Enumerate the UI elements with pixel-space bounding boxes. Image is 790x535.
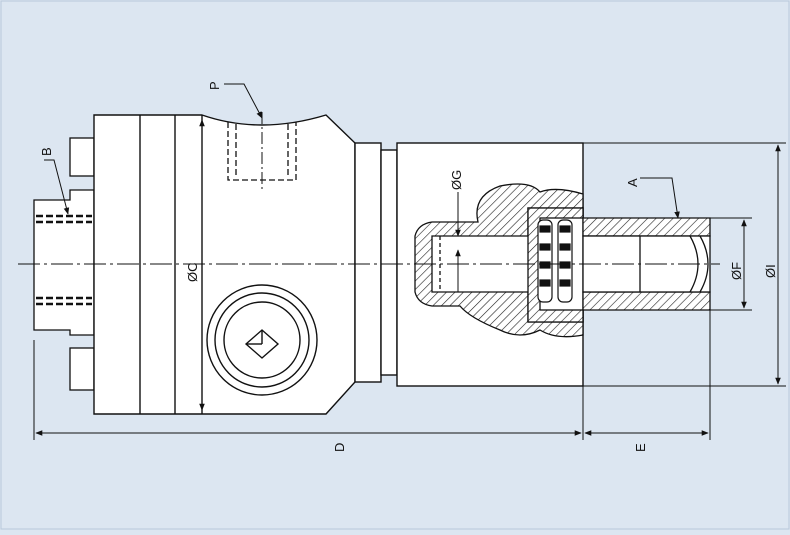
key-dashed-lines — [36, 214, 92, 306]
label-f: ØF — [729, 262, 744, 280]
label-a: A — [625, 178, 640, 187]
o-rings — [537, 219, 573, 303]
label-e: E — [633, 443, 648, 452]
label-c: ØC — [185, 263, 200, 283]
label-b: B — [39, 147, 54, 156]
dimension-lines — [33, 83, 786, 440]
label-i: ØI — [763, 264, 778, 278]
label-d: D — [332, 443, 347, 452]
label-g: ØG — [449, 170, 464, 190]
adjusting-screw — [206, 284, 318, 396]
neck-rings — [354, 142, 398, 383]
shank-stub — [33, 189, 95, 336]
label-p: P — [207, 81, 222, 90]
bore-tool — [527, 207, 711, 323]
